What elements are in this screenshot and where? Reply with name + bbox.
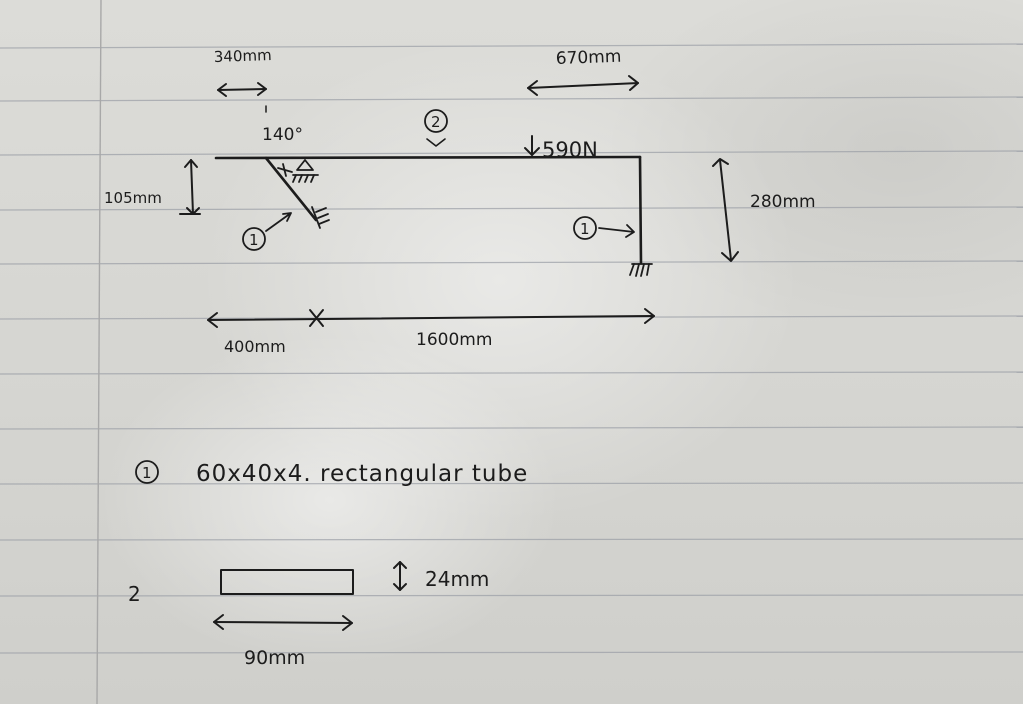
inclined-strut: [264, 156, 318, 222]
marker-1-right: [573, 216, 635, 240]
label-point-load: 590N: [542, 138, 598, 162]
right-column: [638, 155, 643, 265]
marker-1-left: [242, 212, 292, 251]
margin-line: [96, 0, 102, 704]
beam-pin-support: [277, 159, 319, 183]
label-top-left-span: 340mm: [214, 46, 272, 66]
marker-2-top-text: 2: [431, 113, 441, 131]
note-marker-1-text: 1: [142, 464, 152, 482]
label-section-height: 24mm: [425, 567, 489, 591]
note-member-1-desc: 60x40x4. rectangular tube: [196, 461, 528, 487]
label-angle: 140°: [262, 125, 303, 145]
label-bottom-right-span: 1600mm: [416, 330, 492, 350]
section-height-arrow: [393, 561, 407, 591]
load-arrow: [524, 135, 540, 156]
note-marker-1: [135, 460, 159, 484]
ruled-lines: [0, 43, 1023, 654]
marker-1-right-text: 1: [580, 220, 590, 238]
label-bottom-left-span: 400mm: [224, 337, 286, 356]
right-height-dim-arrow: [712, 158, 739, 262]
right-support: [629, 263, 653, 277]
label-right-height: 280mm: [750, 192, 816, 212]
label-top-right-span: 670mm: [555, 47, 621, 69]
note-member-2-label: 2: [128, 582, 141, 606]
top-beam: [214, 155, 642, 160]
label-left-height: 105mm: [104, 189, 162, 207]
section-width-arrow: [213, 614, 353, 631]
top-left-dim-arrow: [217, 82, 267, 97]
cross-section-rect: [220, 569, 354, 595]
left-height-dim-arrow: [179, 159, 201, 215]
top-right-dim-arrow: [527, 75, 639, 96]
marker-1-left-text: 1: [249, 231, 259, 249]
marker-2-top: [424, 109, 448, 147]
strut-support: [311, 206, 330, 229]
label-section-width: 90mm: [244, 647, 305, 669]
bottom-dim-arrow: [207, 308, 655, 328]
